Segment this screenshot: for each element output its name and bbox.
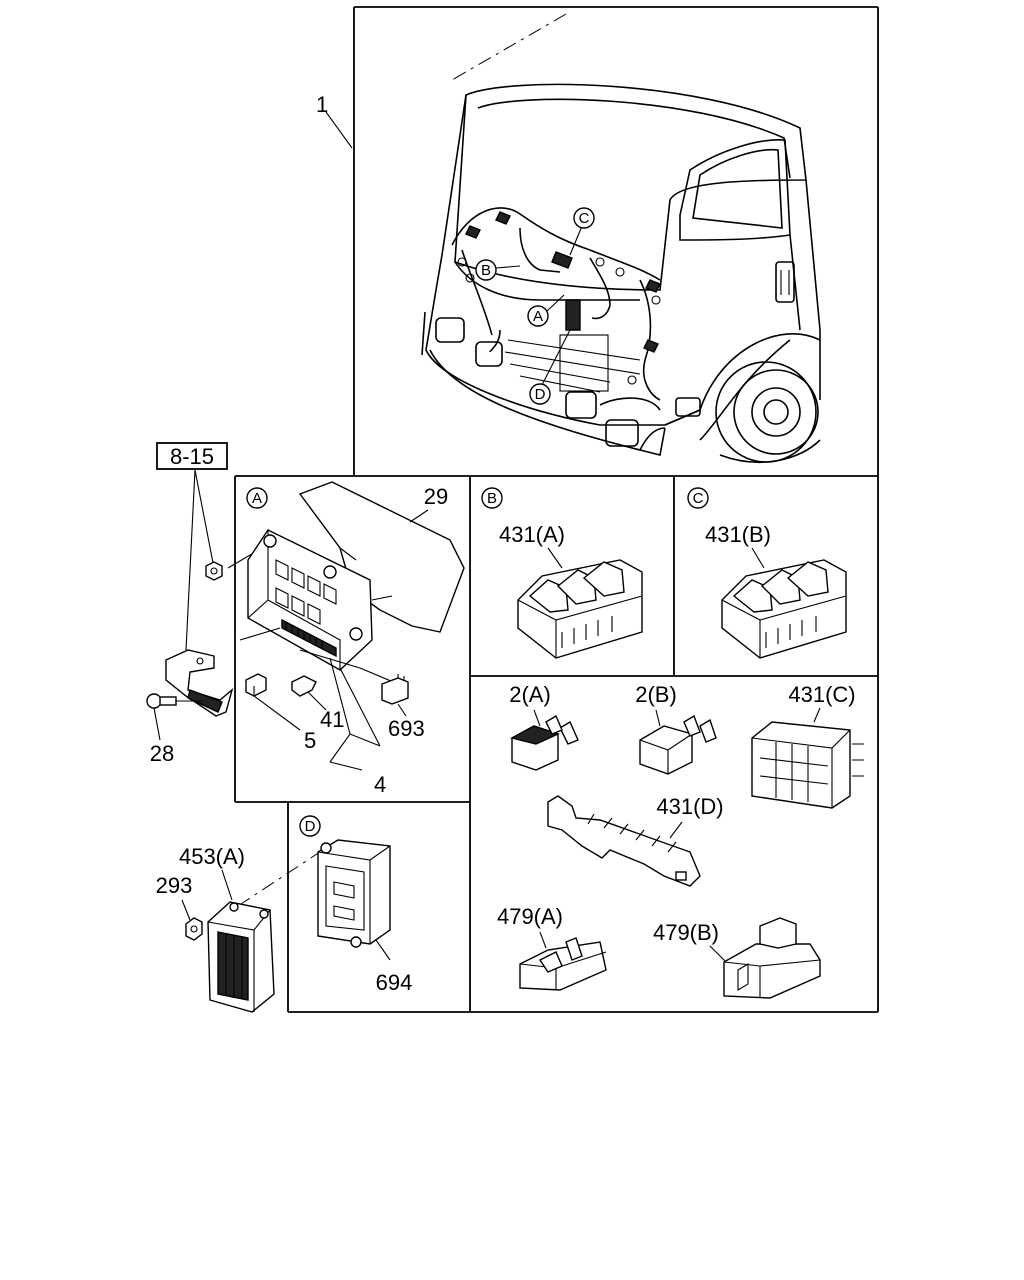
callout-431d: 431(D): [656, 794, 723, 819]
connector-479a-illustration: [519, 931, 607, 991]
detail-marker-a-panel: A: [246, 487, 268, 509]
callout-2b: 2(B): [635, 682, 677, 707]
callout-479b: 479(B): [653, 920, 719, 945]
callout-28: 28: [150, 741, 174, 766]
bracket-453a-illustration: [181, 869, 275, 1013]
svg-text:A: A: [252, 490, 262, 507]
detail-marker-b-panel: B: [481, 487, 503, 509]
callout-431a: 431(A): [499, 522, 565, 547]
callout-293: 293: [156, 873, 193, 898]
connector-431d-illustration: [547, 795, 701, 887]
svg-text:B: B: [481, 262, 491, 279]
callout-29: 29: [424, 484, 448, 509]
connector-431b-illustration: [721, 547, 847, 659]
detail-marker-a-cab: A: [527, 305, 549, 327]
fuse-box-illustration: [239, 481, 465, 771]
connector-431c-illustration: [751, 707, 864, 809]
callout-1: 1: [316, 92, 328, 117]
bracket-illustration: [146, 469, 263, 741]
svg-text:D: D: [305, 818, 316, 835]
connector-431a-illustration: [517, 547, 643, 659]
detail-marker-d-panel: D: [299, 815, 321, 837]
callout-5: 5: [304, 728, 316, 753]
callout-2a: 2(A): [509, 682, 551, 707]
svg-text:C: C: [693, 490, 704, 507]
panel-frames: [234, 6, 879, 1013]
svg-text:8-15: 8-15: [170, 444, 214, 469]
relay-2a-illustration: [510, 709, 579, 771]
relay-2b-illustration: [639, 709, 717, 775]
module-694-illustration: [237, 839, 391, 961]
svg-text:C: C: [579, 210, 590, 227]
svg-text:B: B: [487, 490, 497, 507]
callout-4: 4: [374, 772, 386, 797]
callout-41: 41: [320, 707, 344, 732]
detail-marker-d-cab: D: [529, 383, 551, 405]
callout-431b: 431(B): [705, 522, 771, 547]
detail-marker-c-panel: C: [687, 487, 709, 509]
svg-text:D: D: [535, 386, 546, 403]
detail-marker-b-cab: B: [475, 259, 497, 281]
svg-text:A: A: [533, 308, 543, 325]
callout-479a: 479(A): [497, 904, 563, 929]
callout-431c: 431(C): [788, 682, 855, 707]
callout-453a: 453(A): [179, 844, 245, 869]
truck-cab-illustration: [325, 13, 821, 463]
ref-section-box: 8-15: [156, 442, 228, 470]
callout-693: 693: [388, 716, 425, 741]
connector-479b-illustration: [709, 917, 821, 999]
detail-marker-c-cab: C: [573, 207, 595, 229]
callout-694: 694: [376, 970, 413, 995]
